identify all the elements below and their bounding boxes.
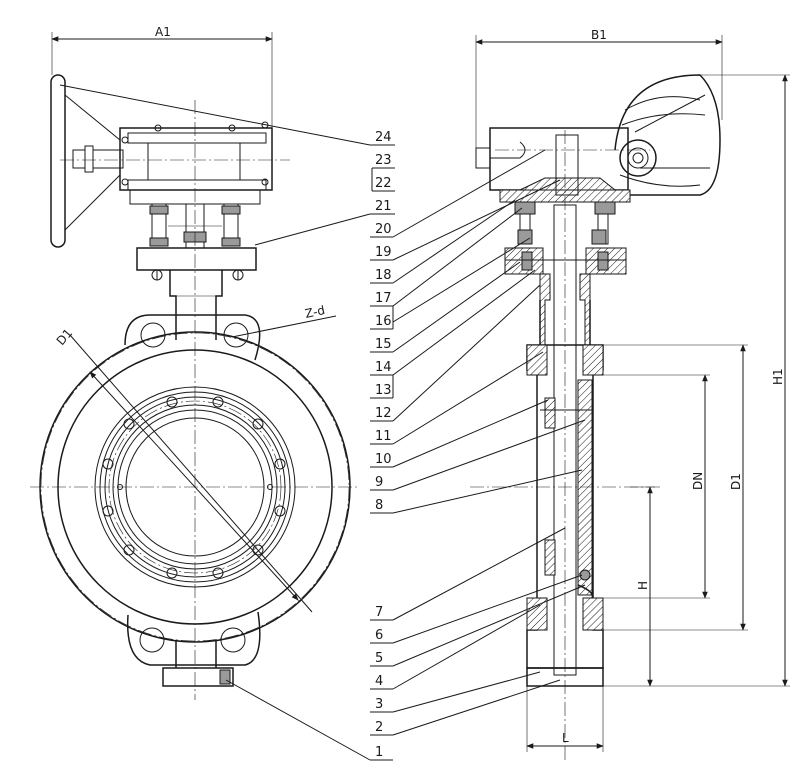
part-number-23: 23 [375,153,392,168]
dim-d1-right: D1 [729,473,743,490]
part-number-16: 16 [375,314,392,329]
dim-h1: H1 [771,368,785,385]
lug-top [124,314,261,361]
part-number-20: 20 [375,222,392,237]
dim-d1-left: D1 [54,326,76,348]
part-number-8: 8 [375,498,383,513]
gearbox-front [119,121,273,205]
part-number-4: 4 [375,674,383,689]
part-number-5: 5 [375,651,383,666]
part-number-17: 17 [375,291,392,306]
part-number-21: 21 [375,199,392,214]
zd-leader [231,315,337,338]
dim-a1: A1 [155,25,171,39]
bottom-cover-front [162,667,234,687]
dim-b1: B1 [591,28,607,42]
part-number-9: 9 [375,475,383,490]
part-number-11: 11 [375,429,392,444]
part-number-2: 2 [375,720,383,735]
neck-flange-front [136,247,257,271]
part-number-12: 12 [375,406,392,421]
part-number-15: 15 [375,337,392,352]
part-number-14: 14 [375,360,392,375]
part-number-10: 10 [375,452,392,467]
bottom-cover-side [526,667,604,687]
part-number-19: 19 [375,245,392,260]
part-number-1: 1 [375,745,383,760]
dim-zd: Z-d [304,303,326,321]
handwheel [50,74,124,248]
part-number-13: 13 [375,383,392,398]
lug-bottom [126,611,261,666]
actuator-quadrant [614,74,721,196]
part-number-22: 22 [375,176,392,191]
part-number-24: 24 [375,130,392,145]
dim-h: H [636,581,650,590]
side-section-view: B1 H1 D1 DN H L [470,28,790,760]
dim-dn: DN [691,472,705,490]
part-callouts: 24 23 22 21 20 19 18 17 16 15 [59,84,586,761]
part-number-7: 7 [375,605,383,620]
dim-l: L [562,731,569,745]
part-number-18: 18 [375,268,392,283]
part-number-3: 3 [375,697,383,712]
part-number-6: 6 [375,628,383,643]
disc [577,379,593,596]
front-view: D1 Z-d A1 [30,25,360,700]
